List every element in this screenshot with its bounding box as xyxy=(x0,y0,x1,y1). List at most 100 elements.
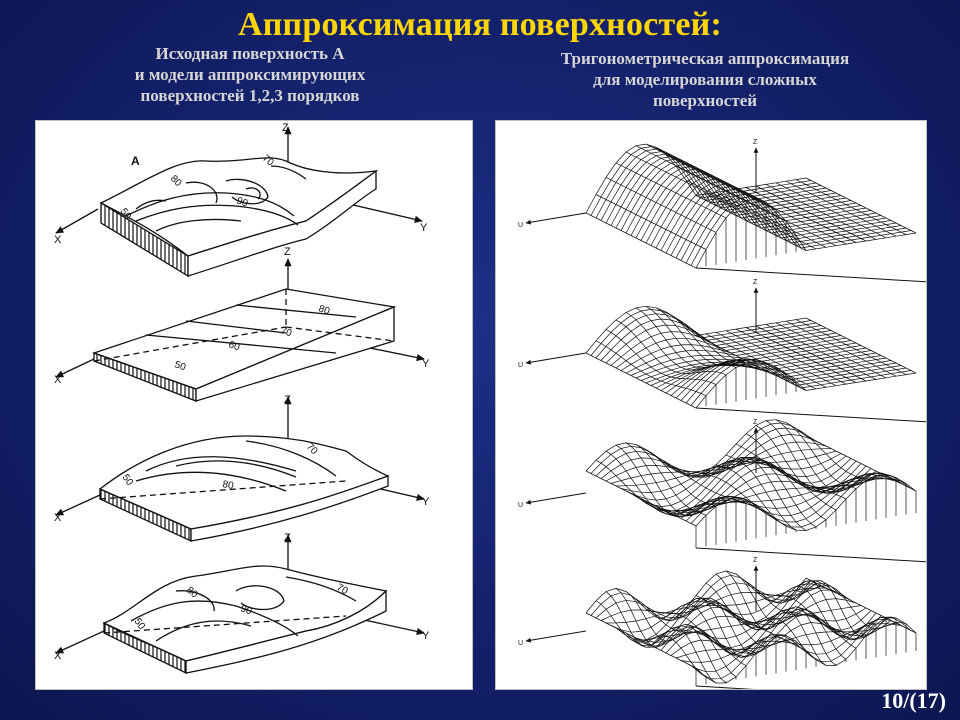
mesh-line xyxy=(675,476,897,517)
mesh-line xyxy=(600,434,822,479)
surface-a-figure xyxy=(55,126,423,278)
contour-label: 60 xyxy=(227,339,241,353)
mesh-line xyxy=(680,191,902,261)
mesh-line xyxy=(685,472,907,523)
first-order-figure xyxy=(55,258,425,402)
mesh-line xyxy=(765,586,877,638)
mesh-line xyxy=(670,360,892,396)
mesh-line xyxy=(795,319,907,375)
mesh-line xyxy=(725,570,837,666)
mesh-line xyxy=(715,191,827,248)
mesh-line xyxy=(690,472,912,528)
axis-label: Z xyxy=(753,279,758,286)
mesh-line xyxy=(715,331,827,388)
mesh-line xyxy=(645,462,867,517)
mesh-line xyxy=(705,333,817,390)
mesh-line xyxy=(735,573,847,660)
mesh-line xyxy=(595,459,707,516)
mesh-line xyxy=(745,187,857,243)
x-axis-label: X xyxy=(54,374,62,386)
axis-line xyxy=(525,630,587,643)
mesh-line xyxy=(775,419,887,492)
axis-label: U xyxy=(518,362,523,369)
mesh-line xyxy=(765,184,877,240)
mesh-line xyxy=(695,360,917,409)
mesh-line xyxy=(660,608,882,658)
right-figure-panel: UVZUVZUVZUVZ xyxy=(495,120,927,690)
mesh-line xyxy=(635,307,747,369)
z-axis-label: Z xyxy=(284,394,291,406)
z-axis-label: Z xyxy=(284,532,291,544)
trig-surface-mesh: UVZ xyxy=(518,139,926,283)
left-figure-panel: A 50 80 90 70 X Y Z 50 60 70 80 X Y Z xyxy=(35,120,473,690)
mesh-line xyxy=(785,580,897,638)
mesh-line xyxy=(640,605,862,641)
right-subtitle: Тригонометрическая аппроксимация для мод… xyxy=(500,48,910,111)
right-subtitle-line: для моделирования сложных xyxy=(593,70,817,89)
left-subtitle-line: Исходная поверхность А xyxy=(155,44,345,63)
mesh-line xyxy=(705,582,817,660)
mesh-line xyxy=(645,607,867,644)
mesh-line xyxy=(725,330,837,387)
mesh-line xyxy=(670,478,892,514)
mesh-line xyxy=(785,180,897,237)
trig-surface-mesh: UVZ xyxy=(518,557,917,689)
mesh-line xyxy=(805,177,917,234)
axis-line xyxy=(695,685,755,689)
contour-label: 80 xyxy=(221,479,234,492)
wireframe-meshes: UVZUVZUVZUVZ xyxy=(518,139,926,689)
mesh-line xyxy=(795,179,907,235)
mesh-line xyxy=(690,359,912,406)
right-subtitle-line: Тригонометрическая аппроксимация xyxy=(560,49,850,68)
mesh-line xyxy=(660,181,882,251)
axis-line xyxy=(525,492,587,505)
right-subtitle-line: поверхностей xyxy=(652,91,758,110)
mesh-line xyxy=(775,580,887,641)
contour-label: 70 xyxy=(279,325,293,339)
mesh-line xyxy=(660,473,882,513)
axis-line xyxy=(695,267,926,283)
mesh-line xyxy=(680,474,902,519)
contour-label: 90 xyxy=(239,603,254,617)
y-axis-label: Y xyxy=(420,222,428,234)
mesh-line xyxy=(745,327,857,383)
right-figure-svg: UVZUVZUVZUVZ xyxy=(518,139,926,689)
third-order-figure xyxy=(55,534,425,675)
mesh-line xyxy=(765,420,877,494)
y-axis-label: Y xyxy=(422,630,430,642)
left-subtitle: Исходная поверхность А и модели аппрокси… xyxy=(60,43,440,106)
mesh-line xyxy=(805,577,917,634)
mesh-line xyxy=(785,320,897,377)
mesh-line xyxy=(725,454,837,511)
mesh-line xyxy=(745,581,857,649)
axis-line xyxy=(525,212,587,225)
mesh-line xyxy=(650,176,872,246)
mesh-line xyxy=(640,345,862,381)
mesh-line xyxy=(775,182,887,239)
mesh-line xyxy=(735,328,847,385)
mesh-line xyxy=(785,422,897,487)
mesh-line xyxy=(705,193,817,250)
second-order-figure xyxy=(55,396,425,543)
mesh-line xyxy=(805,317,917,374)
mesh-line xyxy=(765,324,877,380)
mesh-line xyxy=(665,475,887,512)
mesh-line xyxy=(795,428,907,484)
mesh-line xyxy=(795,585,907,630)
trig-surface-mesh: UVZ xyxy=(518,419,926,563)
contour-label: 50 xyxy=(173,359,187,373)
surface-a-label: A xyxy=(131,154,140,168)
mesh-line xyxy=(690,196,912,266)
axis-line xyxy=(525,352,587,365)
axis-line xyxy=(695,547,926,563)
contour-label: 90 xyxy=(235,195,250,209)
y-axis-label: Y xyxy=(422,496,430,508)
axis-label: U xyxy=(518,502,523,509)
z-axis-label: Z xyxy=(284,246,291,258)
slide-title: Аппроксимация поверхностей: xyxy=(238,6,722,43)
x-axis-label: X xyxy=(54,650,62,662)
mesh-line xyxy=(755,185,867,242)
axis-label: U xyxy=(518,222,523,229)
mesh-line xyxy=(755,591,867,636)
mesh-line xyxy=(715,573,827,666)
